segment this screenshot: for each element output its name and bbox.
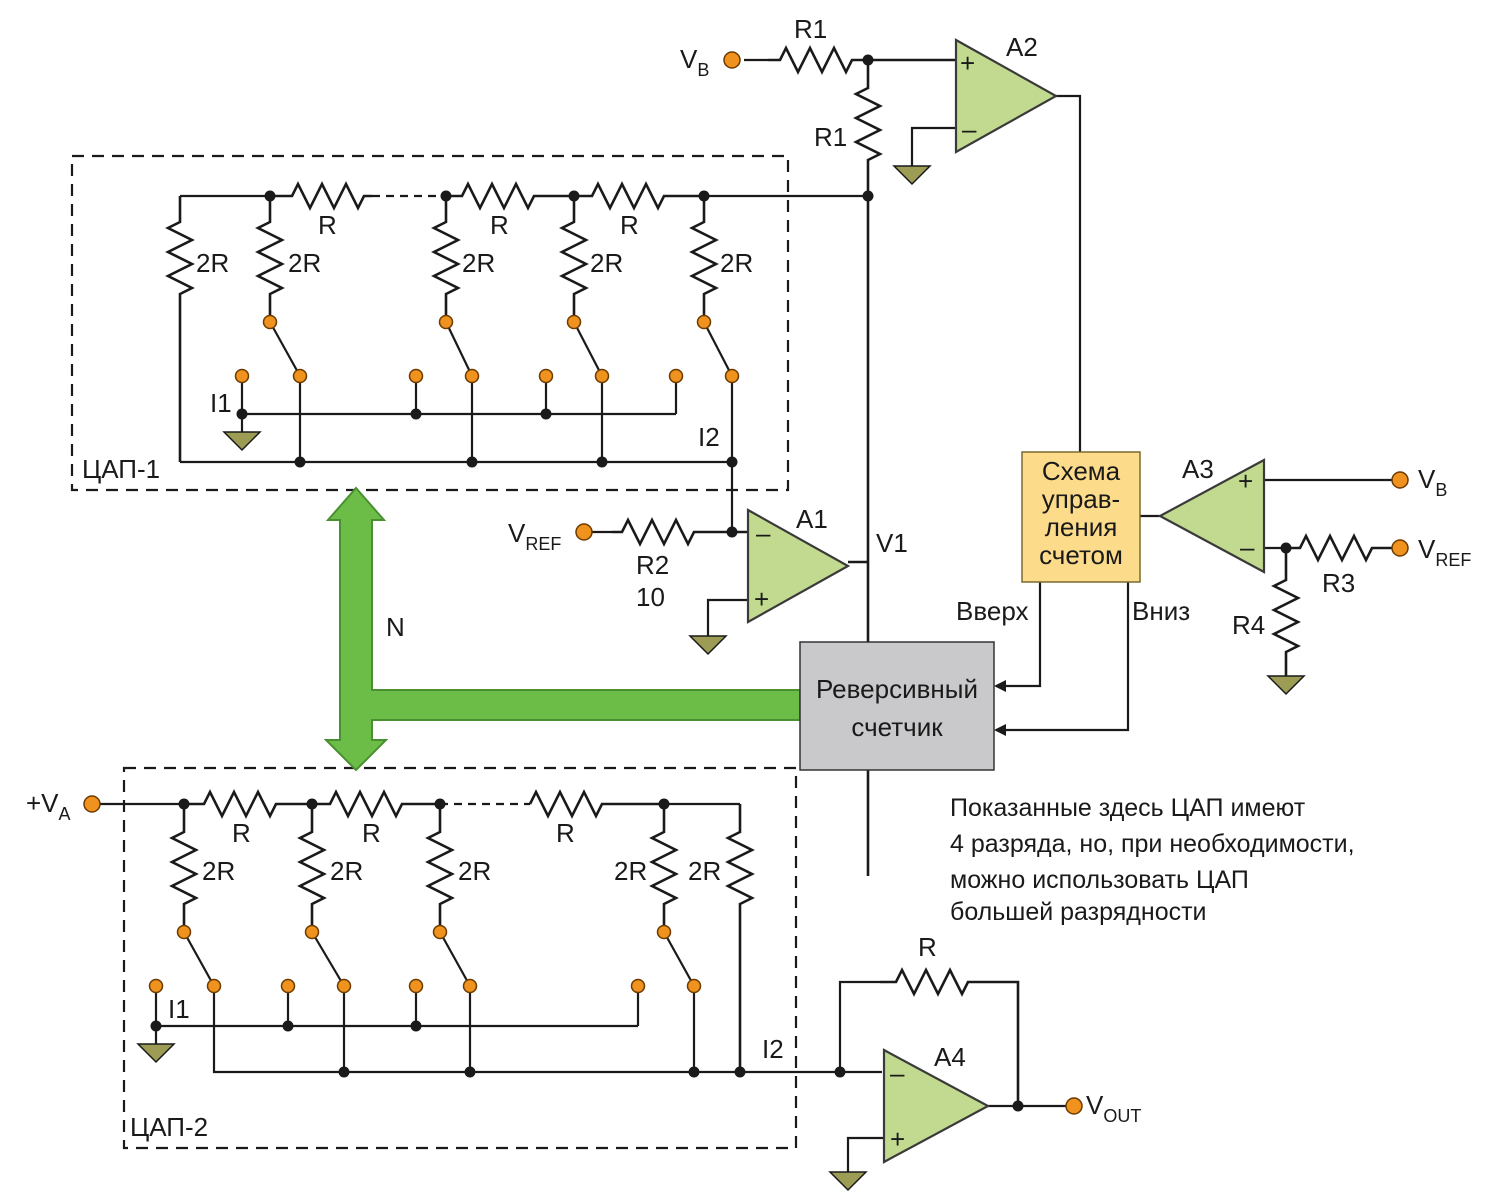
a2-r1-top-label: R1 (794, 14, 827, 44)
svg-text:+: + (1238, 466, 1253, 496)
counter-box-line-2: счетчик (851, 712, 943, 742)
terminal-pins (83, 51, 1409, 1115)
a2-r1-side-label: R1 (814, 122, 847, 152)
dac2-r3-label: R (556, 818, 575, 848)
ground-icon (222, 431, 262, 452)
dac2-r2-label: R (362, 818, 381, 848)
dac2-2r-term-label: 2R (688, 856, 721, 886)
ground-icon (1266, 675, 1306, 696)
dac2-i1-label: I1 (168, 994, 190, 1024)
dac1-i2-label: I2 (698, 422, 720, 452)
control-box: Схема управ- ления счетом (1021, 451, 1141, 583)
dac2-r1-label: R (232, 818, 251, 848)
dac1-boundary (70, 154, 790, 492)
bus-label: N (386, 612, 405, 642)
ground-icon (892, 165, 932, 186)
control-box-line-4: счетом (1039, 540, 1123, 570)
vb-top-label: VB (680, 44, 709, 80)
a3-r4-label: R4 (1232, 610, 1265, 640)
dac1-r1-label: R (318, 210, 337, 240)
a3-label: A3 (1182, 454, 1214, 484)
dac2-i2-label: I2 (762, 1034, 784, 1064)
note-text: Показанные здесь ЦАП имеют 4 разряда, но… (950, 794, 1355, 926)
dac2-2r-b0-label: 2R (202, 856, 235, 886)
counter-box: Реверсивный счетчик (799, 641, 995, 771)
svg-text:4 разряда, но, при необходимос: 4 разряда, но, при необходимости, (950, 830, 1355, 858)
counter-box-line-1: Реверсивный (816, 674, 978, 704)
dac1-r2-label: R (490, 210, 509, 240)
vout-label: VOUT (1086, 1090, 1141, 1126)
dac2-2r-b3-label: 2R (614, 856, 647, 886)
a4-feedback-r-label: R (918, 932, 937, 962)
svg-text:+: + (890, 1124, 905, 1154)
va-label: +VA (26, 788, 71, 824)
vref-a1-label: VREF (508, 518, 561, 554)
control-box-line-2: управ- (1042, 484, 1120, 514)
ground-icon (828, 1171, 868, 1192)
a1-r2-label: R2 (636, 550, 669, 580)
dac2-2r-b2-label: 2R (458, 856, 491, 886)
dac1-i1-label: I1 (210, 388, 232, 418)
dac1-2r-term-label: 2R (196, 248, 229, 278)
vb-a3-label: VB (1418, 464, 1447, 500)
control-box-line-1: Схема (1042, 456, 1121, 486)
op-amp-a3: + – A3 (1157, 454, 1266, 574)
svg-text:–: – (962, 114, 977, 144)
dac1-r3-label: R (620, 210, 639, 240)
dac1-2r-b1-label: 2R (462, 248, 495, 278)
ground-icon (136, 1043, 176, 1064)
op-amp-a2: + – A2 (954, 32, 1059, 154)
junction-dots (150, 54, 1292, 1112)
op-amp-a1: – + A1 (746, 504, 851, 624)
switch-contacts (148, 314, 740, 994)
dac2-boundary (122, 766, 798, 1150)
dac2-ladder (100, 789, 882, 1074)
vref-a3-label: VREF (1418, 534, 1471, 570)
a1-label: A1 (796, 504, 828, 534)
svg-text:–: – (1240, 532, 1255, 562)
svg-text:Показанные здесь ЦАП имеют: Показанные здесь ЦАП имеют (950, 794, 1306, 822)
dac1-2r-b0-label: 2R (288, 248, 321, 278)
a3-r3-label: R3 (1322, 568, 1355, 598)
dac1-ladder (165, 181, 868, 532)
svg-text:можно использовать ЦАП: можно использовать ЦАП (950, 866, 1249, 894)
a2-label: A2 (1006, 32, 1038, 62)
svg-text:большей разрядности: большей разрядности (950, 898, 1207, 926)
control-box-line-3: ления (1045, 512, 1118, 542)
svg-text:+: + (960, 48, 975, 78)
dac1-2r-b2-label: 2R (590, 248, 623, 278)
op-amp-a4: – + A4 (882, 1042, 991, 1164)
dac1-label: ЦАП-1 (82, 454, 160, 484)
dac2-2r-b1-label: 2R (330, 856, 363, 886)
data-bus-n (323, 486, 801, 772)
signal-up-label: Вверх (956, 596, 1029, 626)
a1-r2-value: 10 (636, 582, 665, 612)
dac1-2r-b3-label: 2R (720, 248, 753, 278)
a4-label: A4 (934, 1042, 966, 1072)
svg-text:–: – (756, 518, 771, 548)
ground-icon (688, 635, 728, 656)
a1-output-label: V1 (876, 528, 908, 558)
svg-text:+: + (754, 584, 769, 614)
dac2-label: ЦАП-2 (130, 1112, 208, 1142)
svg-text:–: – (890, 1058, 905, 1088)
signal-down-label: Вниз (1132, 596, 1190, 626)
